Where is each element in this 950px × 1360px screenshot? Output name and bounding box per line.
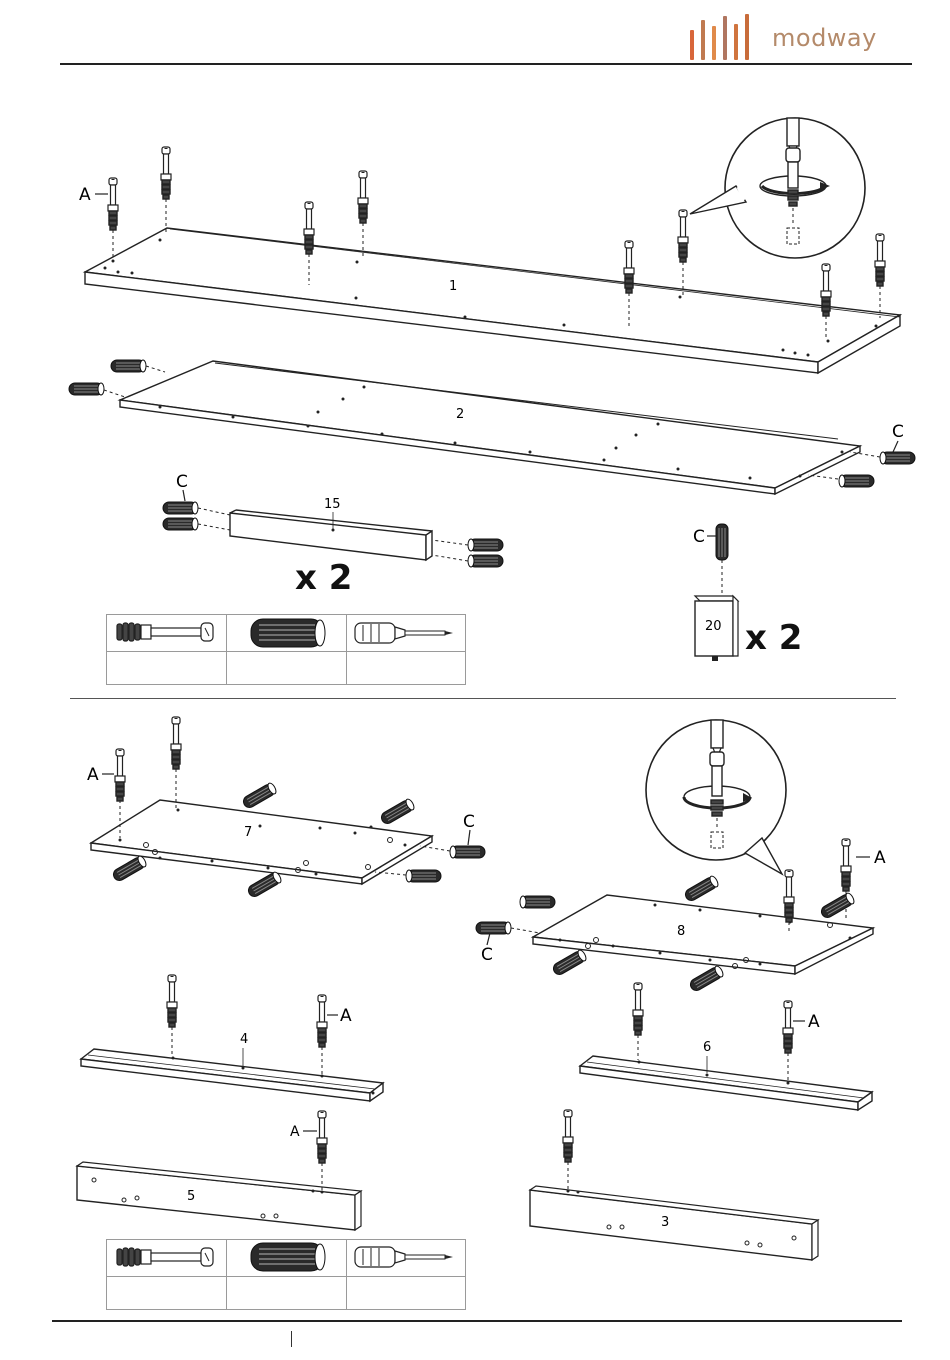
part-label-7: 7 (244, 825, 252, 840)
parts-cell (107, 1240, 227, 1277)
parts-table-1 (106, 614, 466, 685)
parts-count-cell (107, 652, 227, 684)
part-label-1: 1 (449, 279, 457, 294)
part-label-2: 2 (456, 407, 464, 422)
hardware-label-c-right: C (892, 422, 904, 442)
part-label-15: 15 (324, 497, 341, 512)
hardware-label-c-7: C (463, 812, 475, 832)
panel-7 (91, 800, 432, 884)
panel-2 (120, 361, 860, 494)
parts-cell (347, 615, 465, 652)
parts-cell (227, 615, 347, 652)
parts-cell (347, 1240, 465, 1277)
panel-8 (533, 895, 873, 974)
hardware-label-a-6: A (808, 1012, 820, 1032)
hardware-group-board-5 (317, 1111, 327, 1190)
parts-count-cell (347, 1277, 465, 1309)
part-label-6: 6 (703, 1040, 711, 1055)
parts-count-cell (347, 652, 465, 684)
parts-count-cell (107, 1277, 227, 1309)
part-label-3: 3 (661, 1215, 669, 1230)
hardware-label-a-4: A (340, 1006, 352, 1026)
parts-count-cell (227, 1277, 347, 1309)
hardware-label-a: A (79, 185, 91, 205)
parts-cell (227, 1240, 347, 1277)
parts-table-2 (106, 1239, 466, 1310)
quantity-block: x 2 (745, 618, 802, 658)
part-15-beam (230, 510, 432, 560)
part-label-8: 8 (677, 924, 685, 939)
part-label-4: 4 (240, 1032, 248, 1047)
detail-circle-2 (646, 720, 786, 874)
detail-circle-1 (690, 118, 865, 258)
hardware-label-c-dowel: C (693, 527, 705, 547)
hardware-group-beam-4 (167, 975, 327, 1074)
part-6-beam (580, 1056, 872, 1110)
parts-count-cell (227, 652, 347, 684)
part-4-beam (81, 1049, 383, 1101)
hardware-label-a-8: A (874, 848, 886, 868)
part-label-5: 5 (187, 1189, 195, 1204)
hardware-label-c-8: C (481, 945, 493, 965)
parts-cell (107, 615, 227, 652)
part-label-20: 20 (705, 619, 722, 634)
quantity-beam: x 2 (295, 558, 352, 598)
hardware-label-a-5: A (290, 1124, 300, 1140)
part-3-board (530, 1186, 818, 1260)
hardware-label-a-left: A (87, 765, 99, 785)
part-5-board (77, 1162, 361, 1230)
hardware-group-board-3 (563, 1110, 573, 1190)
hardware-label-c-left: C (176, 472, 188, 492)
